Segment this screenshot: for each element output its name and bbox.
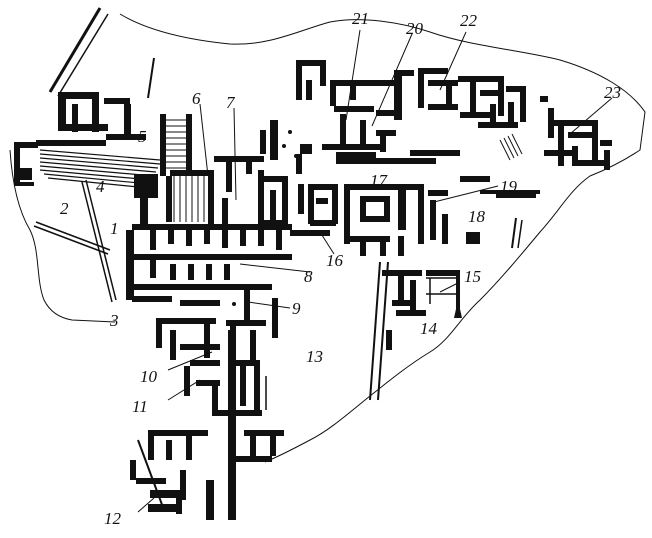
leader-lines <box>137 29 613 513</box>
label-23: 23 <box>604 83 621 102</box>
label-12: 12 <box>104 509 122 528</box>
staircase-6 <box>160 114 214 224</box>
column-bases <box>232 130 382 306</box>
label-8: 8 <box>304 267 313 286</box>
label-7: 7 <box>226 93 236 112</box>
nw-wall-3 <box>147 57 155 99</box>
central-east-block <box>246 150 540 256</box>
label-5: 5 <box>138 127 147 146</box>
label-18: 18 <box>468 207 486 226</box>
label-3: 3 <box>109 311 119 330</box>
label-22: 22 <box>460 11 478 30</box>
callout-labels: 1 2 3 4 5 6 7 8 9 10 11 12 13 14 15 16 1… <box>60 9 621 528</box>
label-16: 16 <box>326 251 344 270</box>
label-14: 14 <box>420 319 438 338</box>
label-17: 17 <box>370 171 389 190</box>
label-2: 2 <box>60 199 69 218</box>
label-10: 10 <box>140 367 158 386</box>
east-corridor <box>369 261 462 401</box>
label-13: 13 <box>306 347 323 366</box>
label-20: 20 <box>406 19 424 38</box>
west-wing <box>14 142 161 303</box>
label-11: 11 <box>132 397 148 416</box>
nw-wall-2 <box>57 13 109 97</box>
terrain-outline-west <box>9 149 116 323</box>
label-19: 19 <box>500 177 518 196</box>
building-5 <box>36 92 146 146</box>
south-quarter <box>130 430 284 520</box>
east-block-23 <box>544 120 612 170</box>
label-1: 1 <box>110 219 119 238</box>
label-15: 15 <box>464 267 481 286</box>
northeast-block <box>418 68 554 161</box>
central-block <box>126 156 292 338</box>
label-6: 6 <box>192 89 201 108</box>
southwest-quarter <box>156 318 267 520</box>
north-complex <box>260 60 414 160</box>
label-9: 9 <box>292 299 301 318</box>
nw-wall-1 <box>48 7 102 93</box>
label-4: 4 <box>96 177 105 196</box>
label-21: 21 <box>352 9 369 28</box>
terrain-outline <box>119 13 646 463</box>
area-18 <box>466 217 523 249</box>
